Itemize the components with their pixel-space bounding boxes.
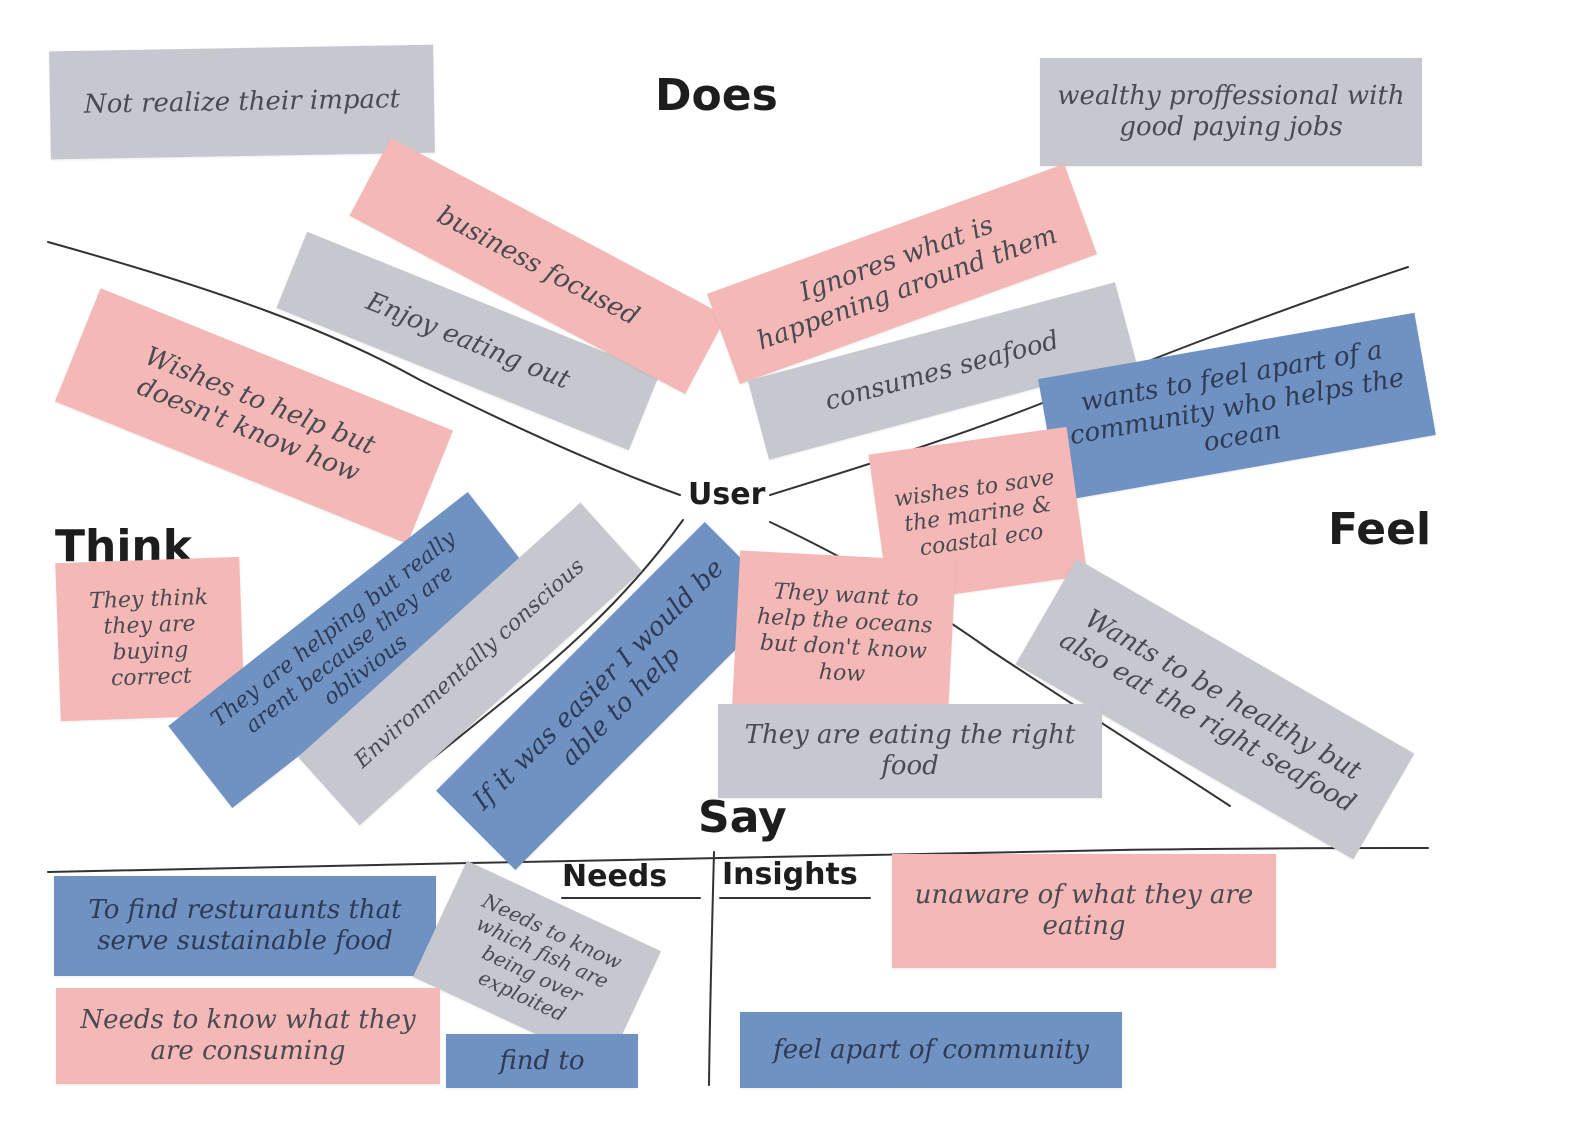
does-label: Does [655,70,778,121]
divider-line-top-left [47,241,681,496]
needs-label: Needs [562,859,668,894]
note-not-realize-impact: Not realize their impact [49,44,435,160]
note-know-consuming: Needs to know what they are consuming [56,988,440,1084]
feel-label: Feel [1328,504,1432,555]
note-eating-right-food: They are eating the right food [718,704,1102,798]
note-want-help-oceans: They want to help the oceans but don't k… [732,550,956,720]
note-feel-community: feel apart of community [740,1012,1122,1088]
divider-line-horizontal [47,847,1429,873]
note-unaware-eating: unaware of what they are eating [892,854,1276,968]
divider-line-vertical [708,851,715,1086]
say-label: Say [698,792,787,843]
note-wealthy-professional: wealthy proffessional with good paying j… [1040,58,1422,166]
user-label: User [688,477,766,512]
note-find-resturants: To find resturaunts that serve sustainab… [54,876,436,976]
insights-label: Insights [722,857,858,892]
note-find-to: find to [446,1034,638,1088]
